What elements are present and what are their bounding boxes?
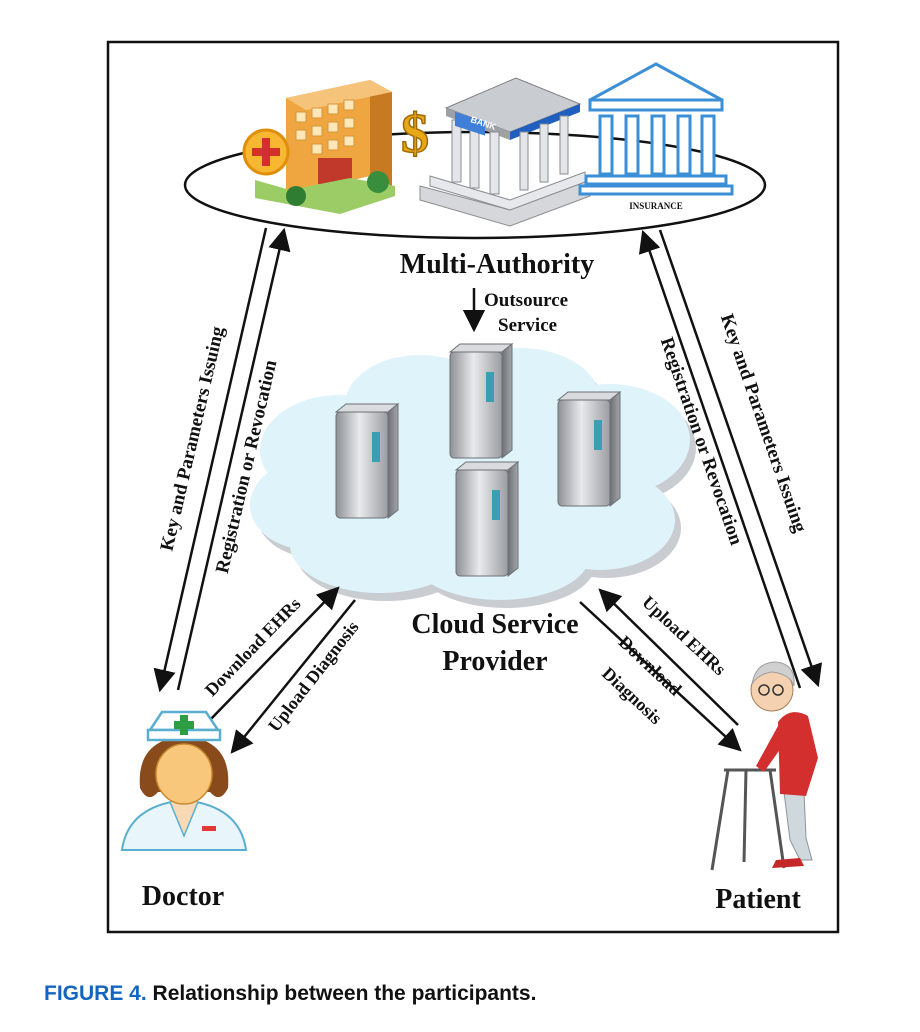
patient-icon (710, 661, 818, 871)
doctor-icon (120, 710, 248, 851)
right-key-issuing-arrow (658, 229, 822, 688)
server-icon (454, 460, 520, 578)
patient-upload-arrow (598, 588, 739, 726)
doctor-label: Doctor (142, 881, 224, 912)
authority-label: Multi-Authority (400, 249, 594, 280)
cloud-label-line2: Provider (442, 646, 547, 677)
doctor-download-arrow (209, 586, 340, 721)
figure-caption-text: Relationship between the participants. (152, 982, 537, 1005)
figure-caption: FIGURE 4. Relationship between the parti… (44, 982, 536, 1006)
bank-icon (419, 77, 591, 227)
outsource-label-line1: Outsource (484, 290, 568, 311)
figure-number: FIGURE 4. (44, 982, 147, 1005)
server-icon (334, 402, 400, 520)
left-key-issuing-arrow (153, 227, 268, 693)
doctor-upload-label: Upload Diagnosis (264, 617, 363, 735)
patient-label: Patient (715, 884, 801, 915)
server-icon (448, 342, 514, 460)
doctor-download-label: Download EHRs (201, 594, 305, 700)
cloud-label-line1: Cloud Service (411, 609, 578, 640)
outsource-label-line2: Service (498, 315, 557, 336)
left-registration-arrow (176, 227, 291, 691)
right-registration-arrow (638, 229, 802, 689)
patient-download-arrow (579, 601, 742, 752)
doctor-upload-arrow (230, 599, 356, 754)
dollar-icon: $ (401, 103, 429, 165)
diagram-canvas: $ BANK INSURANCE Multi-Authority Outsour… (106, 40, 840, 934)
insurance-sign: INSURANCE (629, 201, 683, 211)
figure-frame (106, 40, 840, 934)
server-icon (556, 390, 622, 508)
hospital-icon (242, 80, 395, 214)
insurance-icon (578, 62, 734, 196)
